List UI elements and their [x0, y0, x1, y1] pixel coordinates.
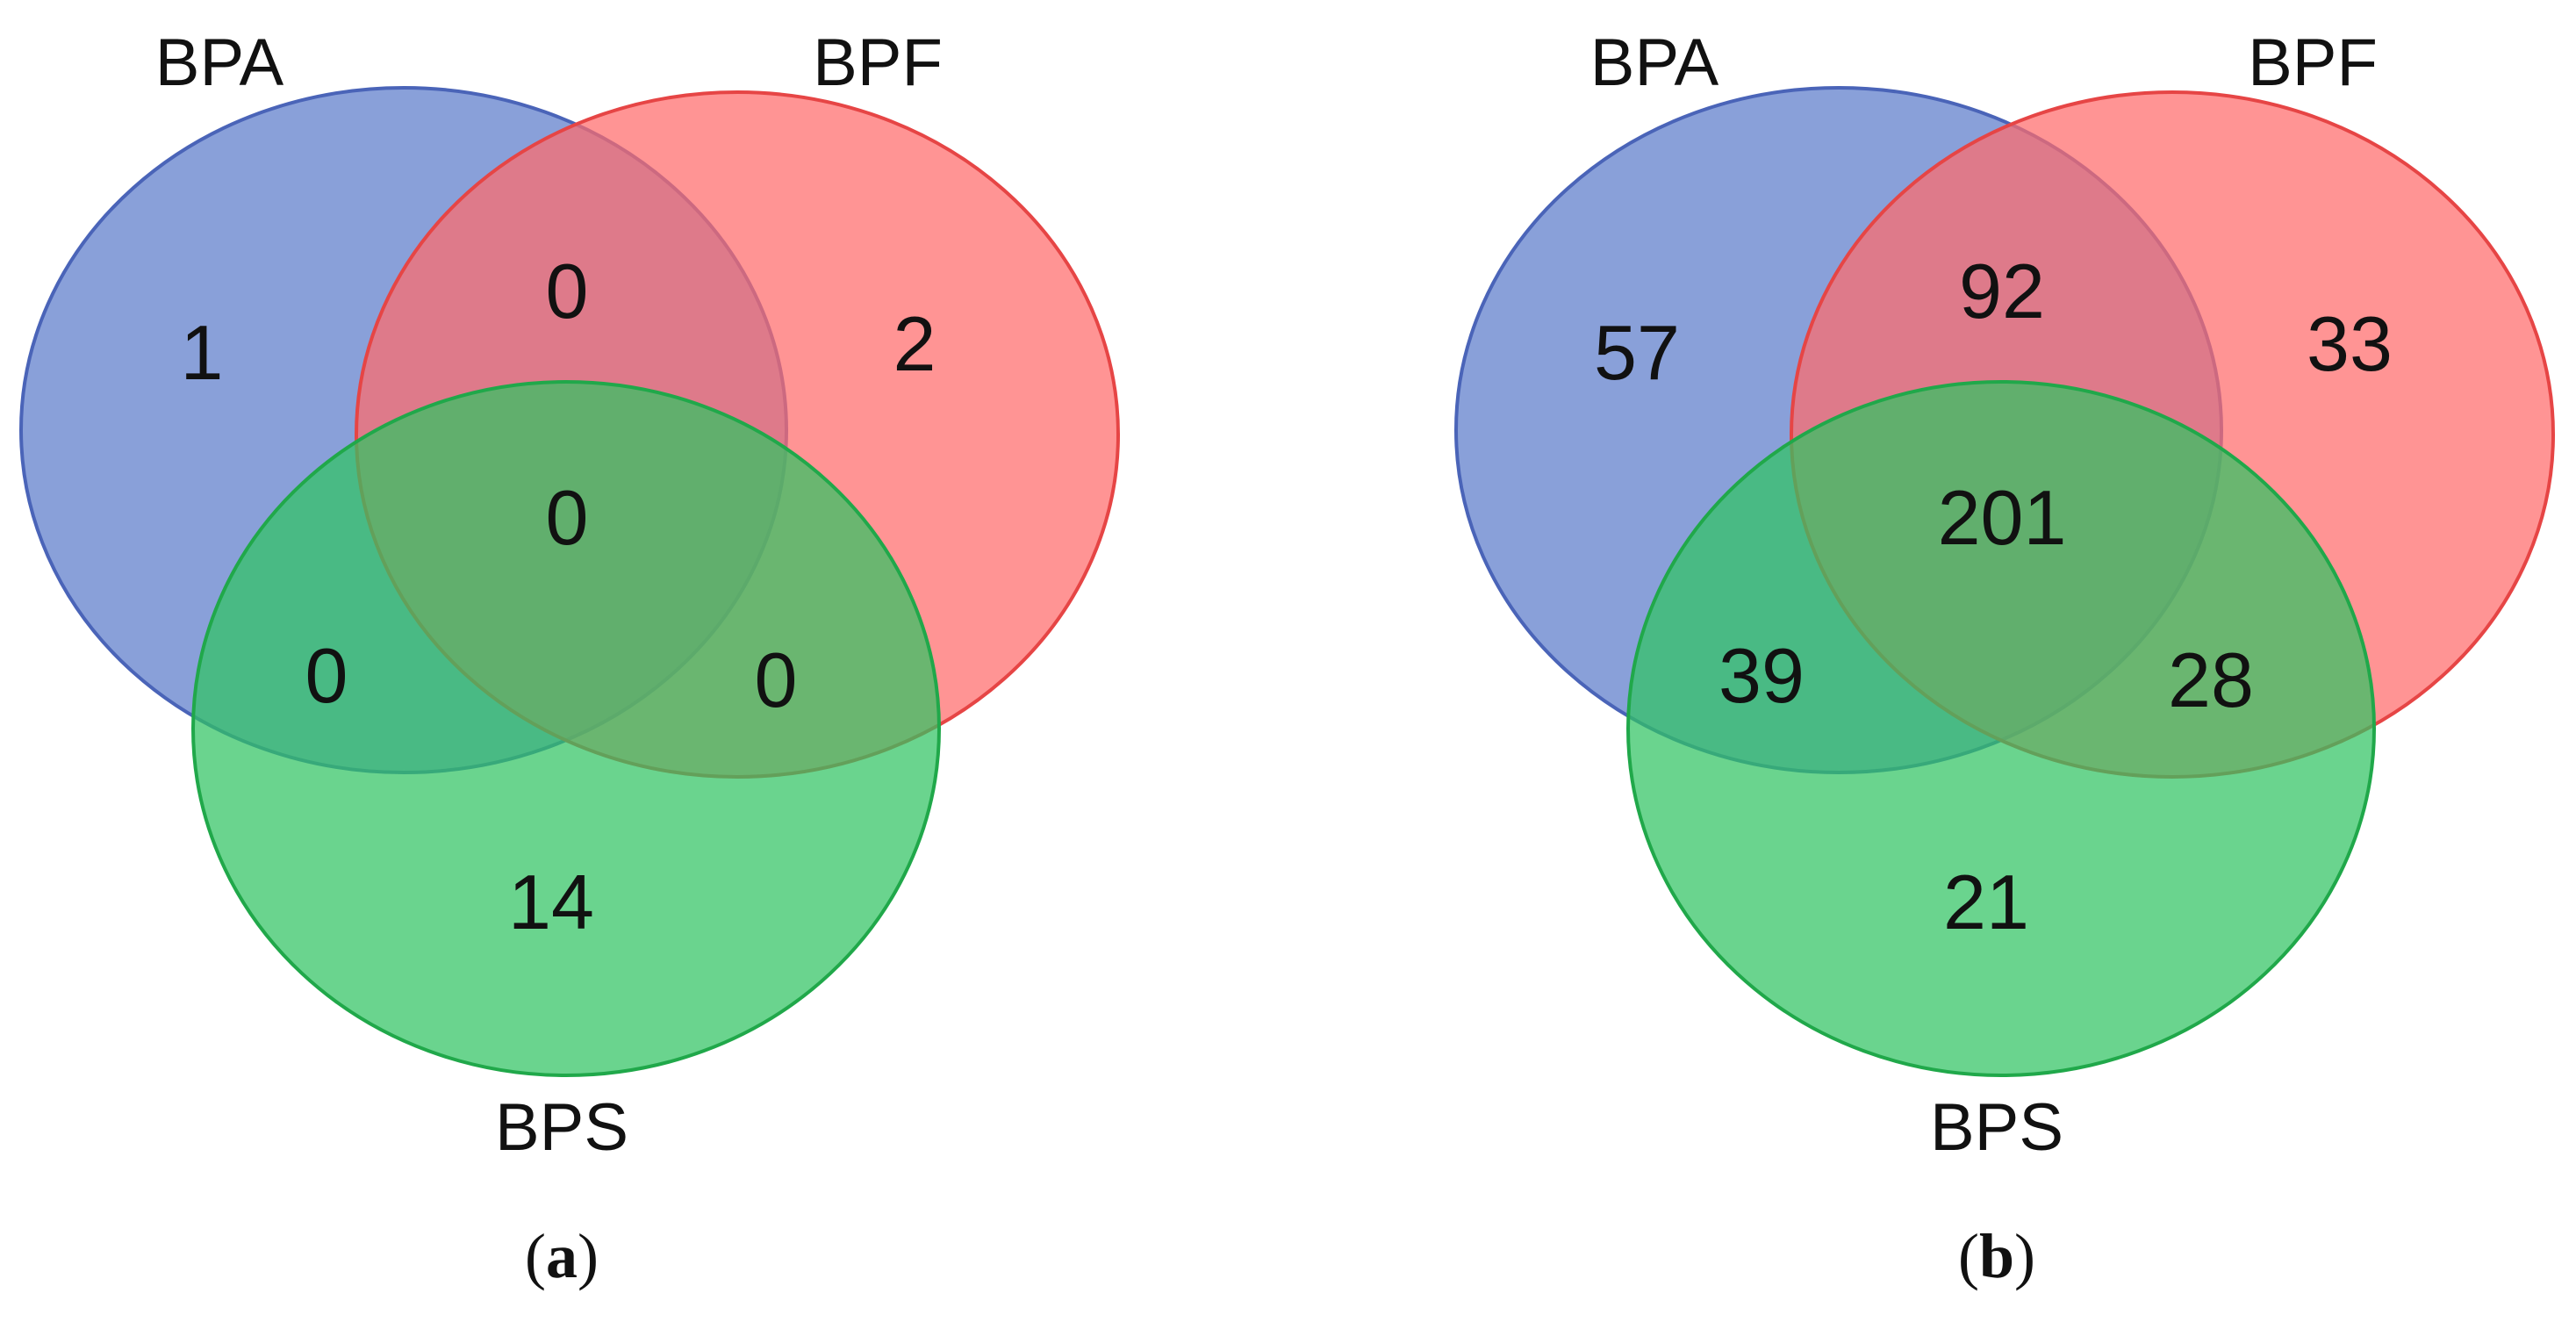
count-bpa-bps: 0: [305, 632, 348, 719]
count-bpf-only: 2: [893, 300, 936, 387]
count-all-three: 201: [1938, 474, 2067, 561]
set-label-bps: BPS: [1930, 1090, 2063, 1165]
venn-panel-b: BPA BPF BPS 57 33 21 92 39 28 201 (b): [1454, 25, 2555, 1291]
count-bpa-only: 57: [1594, 309, 1680, 396]
count-all-three: 0: [546, 474, 589, 561]
set-circle-bps: [191, 380, 941, 1077]
panel-caption-b: (b): [1958, 1221, 2035, 1291]
count-bpa-only: 1: [181, 309, 224, 396]
count-bpf-only: 33: [2307, 300, 2393, 387]
count-bpf-bps: 0: [755, 636, 798, 723]
count-bpa-bpf: 92: [1959, 248, 2045, 334]
set-circle-bps: [1626, 380, 2376, 1077]
count-bpf-bps: 28: [2168, 636, 2254, 723]
set-label-bpa: BPA: [1590, 25, 1719, 100]
panel-caption-a: (a): [525, 1221, 599, 1291]
count-bps-only: 14: [508, 859, 594, 945]
set-label-bpf: BPF: [2248, 25, 2378, 100]
count-bpa-bpf: 0: [546, 248, 589, 334]
count-bpa-bps: 39: [1719, 632, 1805, 719]
venn-panel-a: BPA BPF BPS 1 2 14 0 0 0 0 (a): [19, 25, 1120, 1291]
set-label-bpf: BPF: [813, 25, 943, 100]
count-bps-only: 21: [1943, 859, 2029, 945]
set-label-bpa: BPA: [155, 25, 284, 100]
set-label-bps: BPS: [495, 1090, 628, 1165]
